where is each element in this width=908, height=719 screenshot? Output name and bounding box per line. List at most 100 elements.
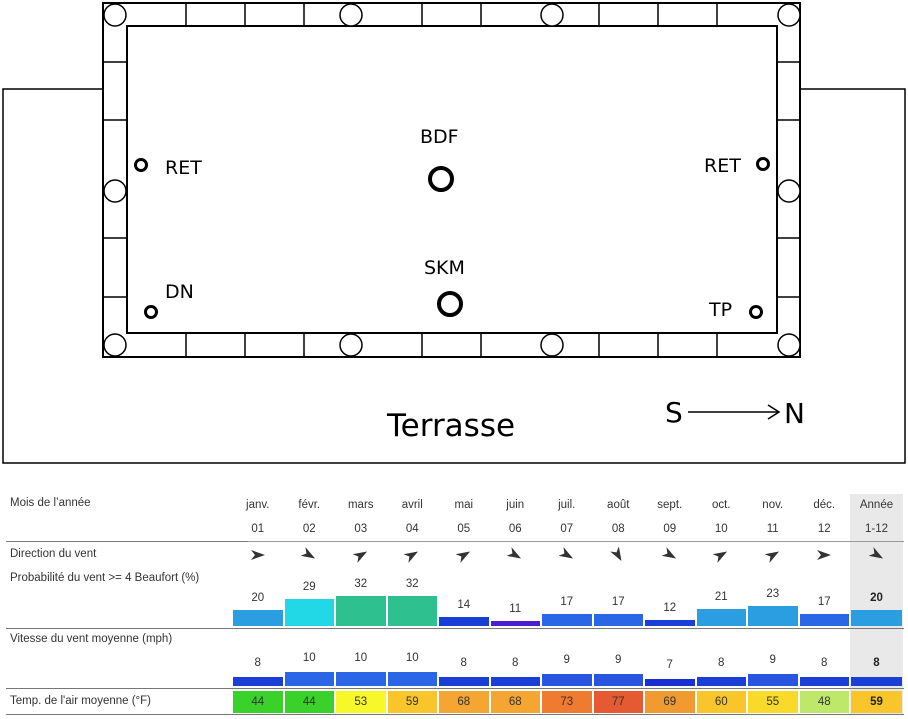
speed-value: 10 — [405, 652, 419, 664]
wind-direction-arrow-icon — [558, 547, 573, 559]
skm-skimmer-marker — [437, 291, 463, 317]
probability-row-label: Probabilité du vent >= 4 Beaufort (%) — [10, 572, 200, 584]
ret-right-marker — [756, 157, 770, 171]
speed-bar — [542, 674, 592, 686]
month-number: 07 — [560, 523, 574, 535]
probability-value: 17 — [611, 596, 625, 608]
speed-bar — [490, 677, 540, 686]
divider-probability — [6, 628, 904, 629]
temperature-cell: 69 — [645, 691, 695, 713]
month-number: 08 — [611, 523, 625, 535]
speed-bar — [233, 677, 283, 686]
wind-direction-arrow-icon — [507, 547, 522, 559]
divider-header — [248, 541, 904, 542]
month-name: févr. — [298, 499, 321, 511]
month-number: 05 — [457, 523, 471, 535]
compass-arrow-head — [767, 404, 781, 420]
temperature-cell: 73 — [542, 691, 592, 713]
label-ret-right: RET — [704, 155, 741, 177]
probability-bar — [696, 609, 746, 626]
month-name: mars — [347, 499, 374, 511]
temperature-cell: 53 — [336, 691, 386, 713]
month-name: mai — [454, 499, 474, 511]
speed-bar — [593, 674, 643, 686]
wind-direction-arrow-icon — [713, 551, 728, 563]
probability-bar — [284, 599, 334, 626]
month-name: déc. — [813, 499, 836, 511]
month-number: 03 — [354, 523, 368, 535]
month-name: juin — [506, 499, 525, 511]
probability-bar — [387, 596, 437, 626]
speed-value: 8 — [873, 657, 880, 669]
border-ticks — [103, 3, 800, 357]
speed-value: 8 — [821, 657, 828, 669]
wind-direction-arrow-icon — [404, 551, 419, 563]
speed-value: 8 — [460, 657, 467, 669]
month-name: juil. — [558, 499, 576, 511]
month-name: nov. — [762, 499, 784, 511]
month-name: sept. — [657, 499, 683, 511]
probability-value: 12 — [663, 602, 677, 614]
year-range: 1-12 — [864, 523, 889, 535]
probability-value: 32 — [405, 578, 419, 590]
probability-bar — [645, 620, 695, 626]
speed-value: 8 — [512, 657, 519, 669]
month-name: avril — [401, 499, 423, 511]
month-number: 10 — [714, 523, 728, 535]
probability-value: 17 — [560, 596, 574, 608]
dn-marker — [144, 305, 158, 319]
temperature-row-label: Temp. de l'air moyenne (°F) — [10, 695, 152, 707]
probability-bar — [233, 610, 283, 626]
speed-value: 9 — [769, 654, 776, 666]
temperature-cell: 44 — [284, 691, 334, 713]
probability-bar — [799, 614, 849, 626]
temperature-cell: 59 — [851, 691, 902, 713]
speed-value: 9 — [563, 654, 570, 666]
probability-value: 17 — [817, 596, 831, 608]
speed-bar — [439, 677, 489, 686]
label-bdf: BDF — [420, 126, 459, 148]
speed-bar — [799, 677, 849, 686]
probability-bar — [593, 614, 643, 626]
year-label: Année — [859, 499, 894, 511]
wind-direction-arrow-icon — [661, 547, 676, 559]
label-dn: DN — [165, 281, 194, 303]
speed-value: 7 — [666, 659, 673, 671]
divider-speed — [6, 688, 904, 689]
temperature-cell: 77 — [593, 691, 643, 713]
month-number: 04 — [405, 523, 419, 535]
wind-direction-arrow-icon — [352, 551, 367, 563]
speed-value: 8 — [718, 657, 725, 669]
speed-value: 10 — [354, 652, 368, 664]
wind-direction-arrow-icon — [301, 547, 316, 559]
compass-north: N — [784, 397, 805, 430]
probability-value: 11 — [509, 603, 522, 615]
probability-bar — [336, 596, 386, 626]
probability-bar — [439, 617, 489, 626]
probability-value: 32 — [354, 578, 368, 590]
probability-bar — [851, 610, 902, 626]
speed-bar — [645, 679, 695, 686]
temperature-cell: 60 — [696, 691, 746, 713]
probability-value: 23 — [766, 588, 780, 600]
speed-bar — [284, 672, 334, 686]
speed-value: 8 — [254, 657, 261, 669]
speed-bar — [336, 672, 386, 686]
temperature-cell: 68 — [439, 691, 489, 713]
month-name: oct. — [711, 499, 731, 511]
compass-south: S — [665, 396, 683, 429]
probability-bar — [542, 614, 592, 626]
label-ret-left: RET — [165, 157, 202, 179]
temperature-cell: 68 — [490, 691, 540, 713]
wind-direction-arrow-icon — [764, 551, 779, 563]
speed-bar — [851, 677, 902, 686]
speed-bar — [696, 677, 746, 686]
temperature-cell: 55 — [748, 691, 798, 713]
probability-value: 20 — [251, 592, 265, 604]
probability-value: 14 — [457, 599, 471, 611]
wind-direction-arrow-icon — [250, 550, 265, 560]
border-circles — [103, 3, 801, 357]
divider-bottom — [6, 714, 904, 715]
probability-bar — [748, 606, 798, 626]
